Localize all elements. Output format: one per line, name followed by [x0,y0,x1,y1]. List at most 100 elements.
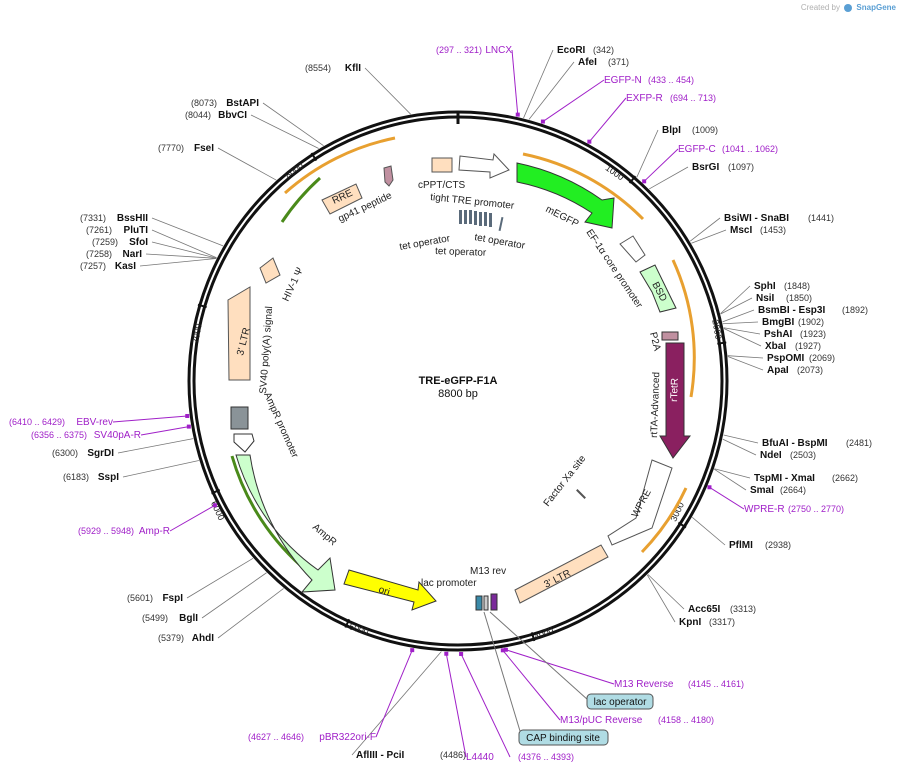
enzyme-leader-line [201,572,267,619]
primer-leader-line [643,148,679,182]
tick-mark [197,303,207,309]
lac-operator-mark [475,595,483,611]
enzyme-leader-line [145,253,217,259]
tick-mark [530,632,536,642]
enzyme-label: KpnI(3317) [679,617,735,628]
enzyme-label: PshAI (1923) [764,329,826,340]
enzyme-name: BlpI [662,125,681,136]
enzyme-leader-line [636,129,659,178]
enzyme-position: (5379) [158,633,184,643]
enzyme-leader-line [714,468,747,491]
hiv1-box [259,257,281,284]
enzyme-label: BsrGI (1097) [692,162,754,173]
primer-mark [186,424,191,429]
primer-range: (1041 .. 1062) [722,144,778,154]
primer-label: M13 Reverse(4145 .. 4161) [614,679,744,690]
enzyme-label: NsiI(1850) [756,293,812,304]
enzyme-label: PspOMI(2069) [767,353,835,364]
enzyme-leader-line [723,434,759,444]
enzyme-position: (1009) [692,125,718,135]
tet-operator-label-3: tet operator [435,246,487,259]
tick-mark [211,488,221,495]
primer-name: M13/pUC Reverse [560,715,643,726]
enzyme-leader-line [523,49,554,119]
enzyme-position: (2503) [790,450,816,460]
enzyme-name: BfuAI - BspMI [762,438,828,449]
primer-mark [185,413,190,418]
enzyme-label: PflMI(2938) [729,540,791,551]
enzyme-leader-line [217,588,284,639]
enzyme-leader-line [722,438,757,456]
primer-leader-line [169,504,216,532]
enzyme-position: (2073) [797,365,823,375]
credit-brand: SnapGene [856,3,896,12]
enzyme-name: AhdI [192,633,214,644]
enzyme-label: KasI(7257) [80,261,136,272]
tre-promoter-label: tight TRE promoter [430,192,516,212]
enzyme-position: (7331) [80,213,106,223]
enzyme-leader-line [727,355,764,359]
enzyme-position: (7257) [80,261,106,271]
enzyme-name: NdeI [760,450,782,461]
enzyme-position: (1892) [842,305,868,315]
enzyme-position: (3317) [709,617,735,627]
primer-leader-line [140,426,189,436]
enzyme-position: (6183) [63,472,89,482]
enzyme-leader-line [720,297,753,315]
enzyme-label: BssHII(7331) [80,213,148,224]
orf-arcs [230,136,696,574]
enzyme-leader-line [727,356,764,371]
enzyme-position: (7258) [86,249,112,259]
enzyme-leader-line [723,327,761,335]
enzyme-label: NarI(7258) [86,249,142,260]
enzyme-leader-line [691,516,726,546]
enzyme-label: FspI(5601) [127,593,183,604]
tick-label: 5000 [348,621,370,637]
tick-mark [628,175,637,184]
primer-leader-line [375,649,413,738]
enzyme-name: SphI [754,281,776,292]
enzyme-label: Acc65I(3313) [688,604,756,615]
enzyme-position: (8044) [185,110,211,120]
ltr3-right-box [514,544,609,604]
enzyme-position: (1923) [800,329,826,339]
primer-range: (694 .. 713) [670,93,716,103]
enzyme-leader-line [151,217,224,247]
enzyme-position: (1097) [728,162,754,172]
enzyme-leader-line [250,114,319,149]
enzyme-leader-line [151,229,217,259]
plasmid-title: TRE-eGFP-F1A 8800 bp [419,375,498,400]
primer-range: (297 .. 321) [436,45,482,55]
enzyme-name: BsrGI [692,162,719,173]
enzyme-name: SgrDI [87,448,114,459]
primer-name: LNCX [485,45,512,56]
tet-operator-bars [459,210,504,232]
enzyme-leader-line [646,574,676,623]
enzyme-leader-line [364,67,411,115]
enzyme-position: (2938) [765,540,791,550]
green-arc-left [280,176,322,223]
primer-mark [500,648,505,653]
enzyme-name: BsmBI - Esp3I [758,305,825,316]
enzyme-position: (2069) [809,353,835,363]
ef1a-arrow [619,235,646,263]
tick-label: 7000 [190,323,203,344]
enzyme-label: SspI(6183) [63,472,119,483]
enzyme-leader-line [139,258,217,267]
enzyme-position: (342) [593,45,614,55]
enzyme-name: AflIII - PciI [356,750,405,761]
enzyme-leader-line [217,147,277,181]
enzyme-position: (5499) [142,613,168,623]
enzyme-name: PshAI [764,329,793,340]
primer-label: WPRE-R(2750 .. 2770) [744,504,844,515]
enzyme-label: BfuAI - BspMI(2481) [762,438,872,449]
plasmid-name: TRE-eGFP-F1A [419,375,498,387]
enzyme-position: (1453) [760,225,786,235]
enzyme-leader-line [722,309,755,323]
primer-label: L4440 [466,752,494,763]
primer-leader-line [112,415,188,423]
enzyme-leader-line [186,557,254,599]
primer-range: (4145 .. 4161) [688,679,744,689]
primer-range: (6356 .. 6375) [31,430,87,440]
